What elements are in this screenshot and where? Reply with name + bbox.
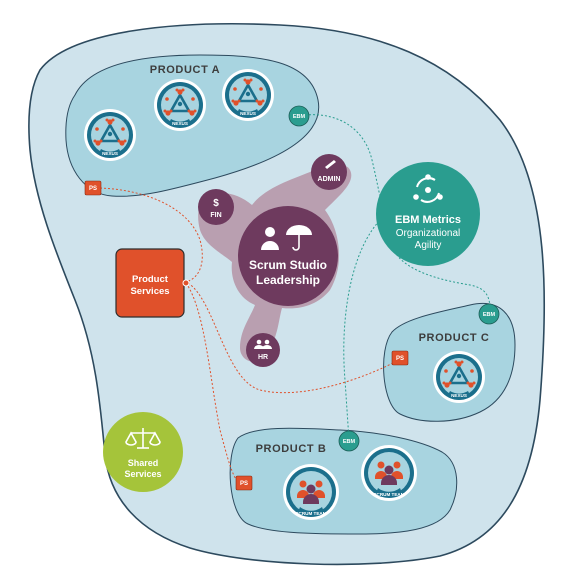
- person-umbrella-icon: [261, 225, 312, 251]
- ebm-metrics-line-2: Agility: [415, 240, 442, 251]
- product-services-line-2: Services: [130, 286, 169, 297]
- ebm-badge[interactable]: EBM: [338, 430, 360, 452]
- leadership-circle[interactable]: [238, 206, 338, 306]
- nexus-icon: NEXUS: [220, 67, 276, 123]
- connector-services-to-ps-b: [185, 282, 239, 483]
- hr-label: HR: [258, 354, 268, 361]
- ps-badge-label: PS: [89, 186, 97, 192]
- product-a-title: PRODUCT A: [150, 64, 220, 76]
- scrum-team-label: SCRUM TEAM: [373, 492, 404, 497]
- product-c-title: PRODUCT C: [419, 332, 490, 344]
- ps-badge[interactable]: PS: [84, 180, 102, 196]
- leadership-line-1: Scrum Studio: [249, 258, 327, 272]
- dollar-icon: $: [213, 198, 219, 209]
- ebm-badge[interactable]: EBM: [288, 105, 310, 127]
- nexus-label: NEXUS: [451, 393, 467, 398]
- ebm-badge-label: EBM: [343, 439, 356, 445]
- leadership-cluster: Scrum Studio Leadership ADMIN $ FIN HR: [198, 154, 352, 367]
- nexus-label: NEXUS: [102, 151, 118, 156]
- ebm-metrics-node[interactable]: EBM Metrics Organizational Agility: [376, 162, 480, 266]
- scales-icon: [125, 428, 161, 449]
- scrum-team-icon: SCRUM TEAM: [283, 464, 339, 520]
- shared-services-node[interactable]: Shared Services: [103, 412, 183, 492]
- fin-node[interactable]: $ FIN: [198, 189, 234, 225]
- nexus-icon: NEXUS: [152, 77, 208, 133]
- nexus-label: NEXUS: [172, 121, 188, 126]
- ebm-metrics-title: EBM Metrics: [395, 214, 461, 226]
- connector-metrics-to-ebm-c: [389, 239, 491, 311]
- admin-node[interactable]: ADMIN: [311, 154, 347, 190]
- people-icon: [254, 339, 272, 349]
- scrum-team-label: SCRUM TEAM: [295, 511, 326, 516]
- fin-label: FIN: [210, 212, 221, 219]
- connector-ps-a-to-services: [99, 187, 203, 283]
- product-services-line-1: Product: [132, 274, 169, 285]
- shared-services-line-2: Services: [124, 469, 161, 479]
- ebm-badge[interactable]: EBM: [478, 303, 500, 325]
- nexus-icon: NEXUS: [82, 107, 138, 163]
- ebm-badge-label: EBM: [293, 114, 306, 120]
- product-services-node[interactable]: Product Services: [115, 248, 190, 318]
- ps-badge[interactable]: PS: [391, 350, 409, 366]
- admin-label: ADMIN: [318, 176, 341, 183]
- product-b-title: PRODUCT B: [256, 443, 327, 455]
- nexus-label: NEXUS: [240, 111, 256, 116]
- shared-services-line-1: Shared: [128, 458, 159, 468]
- leadership-line-2: Leadership: [256, 273, 320, 287]
- connector-services-to-ps-c: [187, 282, 396, 394]
- pen-icon: [325, 160, 336, 169]
- ps-badge-label: PS: [396, 356, 404, 362]
- cycle-people-icon: [413, 174, 443, 203]
- hr-node[interactable]: HR: [246, 333, 280, 367]
- ps-badge[interactable]: PS: [235, 475, 253, 491]
- scrum-team-icon: SCRUM TEAM: [361, 445, 417, 501]
- ps-badge-label: PS: [240, 481, 248, 487]
- ebm-metrics-line-1: Organizational: [396, 228, 460, 239]
- ebm-badge-label: EBM: [483, 312, 496, 318]
- nexus-icon: NEXUS: [431, 349, 487, 405]
- connector-metrics-to-ebm-b: [343, 217, 383, 441]
